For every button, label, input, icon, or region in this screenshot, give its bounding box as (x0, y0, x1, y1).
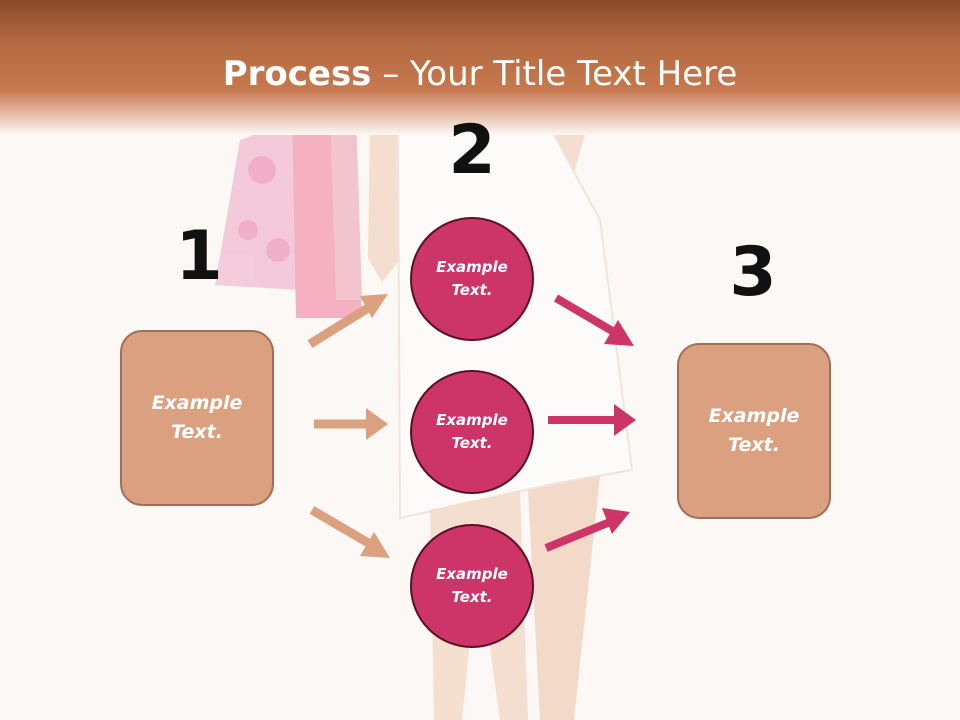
step-3-box[interactable]: Example Text. (677, 343, 831, 519)
step-2-circle-top[interactable]: Example Text. (410, 217, 534, 341)
step-2-text-middle: Example Text. (436, 411, 508, 452)
arrow-left-top (307, 294, 388, 348)
step-2-circle-middle[interactable]: Example Text. (410, 370, 534, 494)
arrow-left-bot (309, 506, 390, 558)
title-rest: – Your Title Text Here (371, 54, 738, 94)
arrow-left-mid (314, 408, 388, 440)
step-number-3: 3 (729, 233, 777, 312)
title-bold: Process (222, 54, 372, 94)
step-number-1: 1 (175, 217, 223, 296)
slide-title: Process – Your Title Text Here (0, 52, 960, 96)
step-1-text: Example Text. (151, 392, 243, 443)
title-bar (0, 0, 960, 135)
arrow-right-mid (548, 404, 636, 436)
step-2-circle-bottom[interactable]: Example Text. (410, 524, 534, 648)
step-number-2: 2 (448, 111, 496, 190)
arrow-right-top (553, 294, 634, 346)
arm (368, 118, 400, 282)
shopping-bag-shade (330, 112, 362, 300)
step-1-box[interactable]: Example Text. (120, 330, 274, 506)
step-2-text-top: Example Text. (436, 258, 508, 299)
step-2-text-bottom: Example Text. (436, 565, 508, 606)
arrow-right-bot (544, 508, 630, 552)
step-3-text: Example Text. (708, 405, 800, 456)
